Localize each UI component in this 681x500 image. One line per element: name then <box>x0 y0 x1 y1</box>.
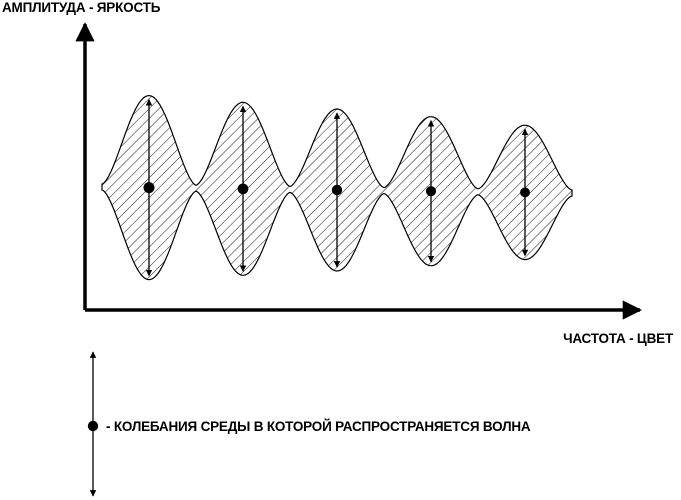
x-axis-label: ЧАСТОТА - ЦВЕТ <box>563 331 673 346</box>
vibration-dot <box>425 186 437 197</box>
vibration-dot <box>237 183 249 195</box>
vibration-dot <box>520 187 530 198</box>
legend-dot <box>87 420 99 432</box>
vibration-dot <box>143 182 155 194</box>
vibration-dot <box>331 184 343 196</box>
legend-symbol <box>87 351 99 497</box>
legend-label: - КОЛЕБАНИЯ СРЕДЫ В КОТОРОЙ РАСПРОСТРАНЯ… <box>106 419 531 434</box>
y-axis-label: АМПЛИТУДА - ЯРКОСТЬ <box>2 0 161 15</box>
vibration-markers <box>143 98 530 277</box>
